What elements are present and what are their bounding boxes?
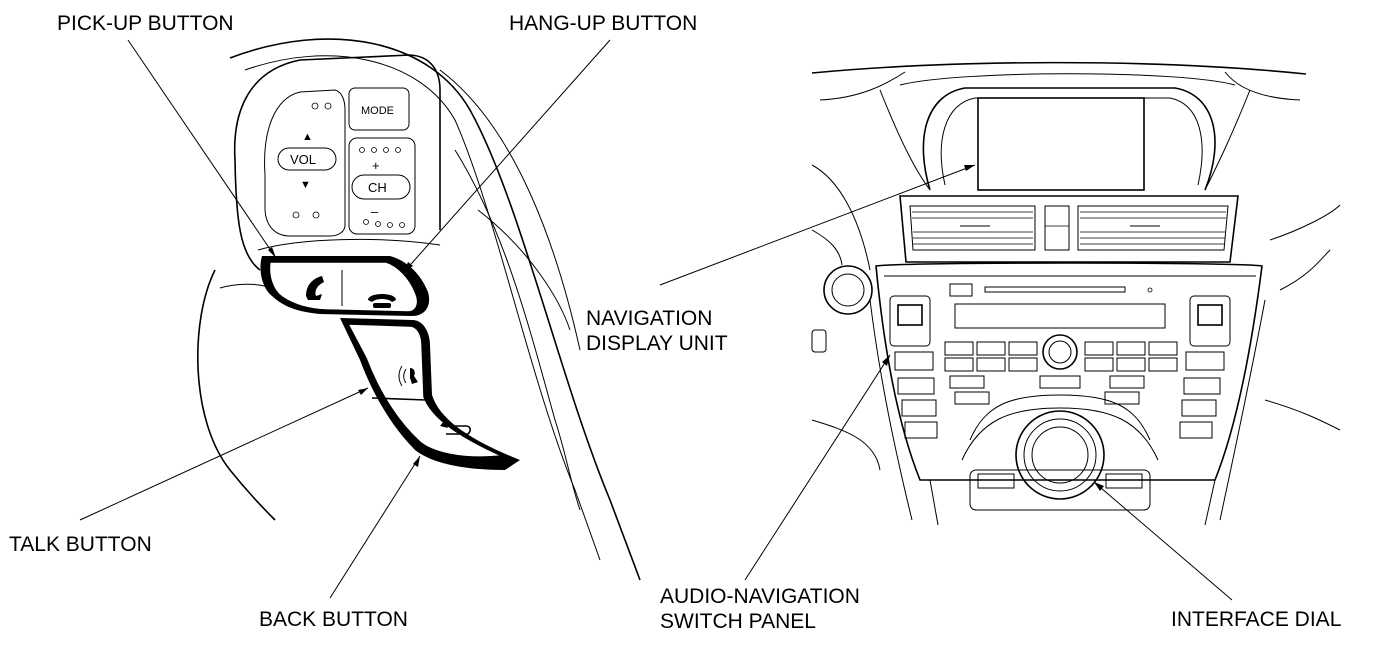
back-icon [440,421,471,435]
pickup-button-label: PICK-UP BUTTON [57,12,234,35]
ch-label: CH [368,180,387,195]
audio-panel-label-line2: SWITCH PANEL [660,610,816,633]
back-button-label: BACK BUTTON [259,608,408,631]
navigation-display-label-line2: DISPLAY UNIT [586,332,728,355]
vent-slats-left [912,211,1033,245]
ch-minus-label: – [371,204,379,219]
phone-pickup-icon [306,276,324,300]
interface-dial [1015,410,1105,500]
right-button-column [1179,295,1231,439]
navigation-display-label-line1: NAVIGATION [586,307,712,330]
vol-down-arrow: ▼ [300,179,311,191]
volume-knob [1042,334,1078,370]
phone-hangup-icon [368,294,396,308]
hangup-button-label: HANG-UP BUTTON [509,12,697,35]
vol-label: VOL [290,152,316,167]
dashboard-illustration [659,61,1341,601]
preset-buttons [944,341,1178,405]
vent-slats-right [1080,211,1226,245]
ch-plus-label: + [372,158,380,173]
talk-icon [398,365,418,387]
mode-button-label: MODE [361,105,394,117]
steering-wheel-illustration: MODE ▲ VOL ▼ + CH – [79,38,641,599]
left-button-column [889,295,938,439]
interface-dial-label: INTERFACE DIAL [1171,608,1341,631]
vol-up-arrow: ▲ [302,131,313,143]
navigation-display-screen [977,97,1145,191]
talk-button-label: TALK BUTTON [9,533,152,556]
audio-panel-label-line1: AUDIO-NAVIGATION [660,585,860,608]
